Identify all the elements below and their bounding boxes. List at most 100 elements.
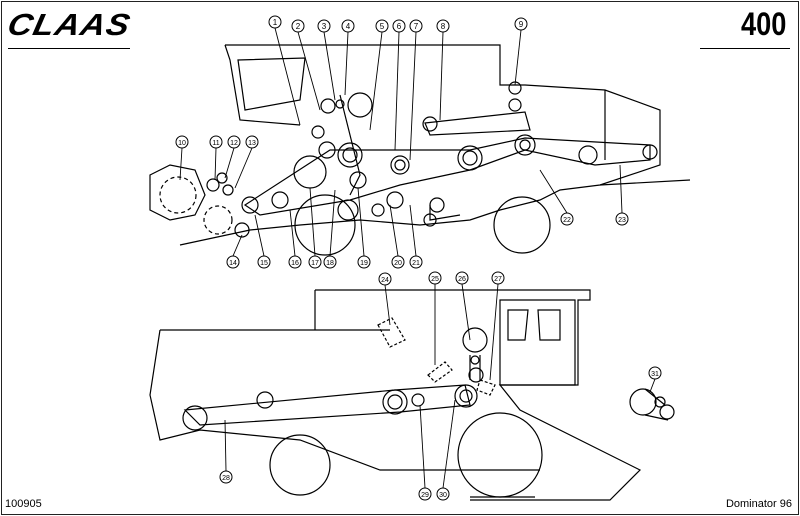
callout-bubble bbox=[455, 271, 469, 285]
callout-12: 12 bbox=[224, 135, 241, 179]
model-name: Dominator 96 bbox=[725, 498, 792, 510]
callout-bubble bbox=[418, 487, 432, 501]
callout-number: 10 bbox=[178, 140, 186, 147]
callout-number: 11 bbox=[212, 140, 219, 147]
leader-line bbox=[442, 399, 456, 489]
callout-number: 26 bbox=[458, 276, 466, 283]
callout-17: 17 bbox=[308, 187, 322, 269]
callout-bubble bbox=[317, 19, 331, 33]
leader-line bbox=[329, 189, 336, 257]
leader-line bbox=[514, 29, 522, 86]
callout-bubble bbox=[245, 135, 259, 149]
callout-19: 19 bbox=[357, 187, 371, 269]
callout-bubble bbox=[560, 212, 574, 226]
callout-27: 27 bbox=[489, 271, 505, 381]
leader-line bbox=[297, 31, 321, 111]
callout-number: 27 bbox=[494, 276, 502, 283]
bottom-view-machine-outline bbox=[149, 289, 642, 501]
callout-number: 30 bbox=[439, 492, 447, 499]
leader-line bbox=[274, 27, 301, 126]
callout-31: 31 bbox=[648, 366, 662, 393]
callout-number: 21 bbox=[412, 260, 420, 267]
callout-number: 3 bbox=[322, 22, 327, 31]
callout-number: 12 bbox=[230, 140, 238, 147]
callout-number: 25 bbox=[431, 276, 439, 283]
callout-20: 20 bbox=[389, 204, 405, 269]
callout-bubble bbox=[219, 470, 233, 484]
leader-line bbox=[649, 378, 656, 393]
leader-line bbox=[409, 31, 417, 161]
callout-29: 29 bbox=[418, 404, 432, 501]
callout-number: 28 bbox=[222, 475, 230, 482]
leader-line bbox=[619, 164, 623, 214]
divider bbox=[700, 48, 790, 49]
callout-bubble bbox=[491, 271, 505, 285]
bottom-view-belts-pulleys bbox=[182, 317, 675, 431]
callout-number: 8 bbox=[441, 22, 446, 31]
callout-bubble bbox=[257, 255, 271, 269]
callout-number: 7 bbox=[414, 22, 419, 31]
callout-number: 9 bbox=[519, 20, 524, 29]
callout-11: 11 bbox=[209, 135, 223, 181]
callout-number: 18 bbox=[326, 260, 334, 267]
leader-line bbox=[489, 283, 499, 381]
callout-8: 8 bbox=[436, 19, 450, 121]
callout-16: 16 bbox=[288, 209, 302, 269]
callout-bubble bbox=[226, 255, 240, 269]
callout-bubble bbox=[615, 212, 629, 226]
leader-line bbox=[389, 204, 399, 257]
callout-number: 22 bbox=[563, 217, 571, 224]
callout-bubble bbox=[514, 17, 528, 31]
callout-26: 26 bbox=[455, 271, 471, 341]
callout-number: 14 bbox=[229, 260, 237, 267]
callout-bubble bbox=[291, 19, 305, 33]
callout-23: 23 bbox=[615, 164, 629, 226]
leader-line bbox=[394, 31, 400, 151]
leader-line bbox=[224, 419, 227, 472]
document-number: 100905 bbox=[5, 498, 42, 510]
callout-24: 24 bbox=[378, 272, 392, 326]
callout-5: 5 bbox=[369, 19, 389, 131]
leader-line bbox=[439, 31, 444, 121]
callout-9: 9 bbox=[514, 17, 528, 86]
callout-13: 13 bbox=[234, 135, 259, 189]
leader-line bbox=[344, 31, 349, 96]
callout-number: 31 bbox=[651, 371, 659, 378]
leader-line bbox=[224, 147, 235, 179]
callout-bubble bbox=[409, 255, 423, 269]
divider bbox=[8, 48, 130, 49]
callout-bubble bbox=[375, 19, 389, 33]
leader-line bbox=[234, 147, 253, 189]
leader-line bbox=[232, 234, 243, 257]
callout-bubble bbox=[175, 135, 189, 149]
callout-bubble bbox=[288, 255, 302, 269]
callout-30: 30 bbox=[436, 399, 456, 501]
callout-bubble bbox=[391, 255, 405, 269]
leader-line bbox=[369, 31, 383, 131]
callout-bubble bbox=[409, 19, 423, 33]
callout-25: 25 bbox=[428, 271, 442, 365]
leader-line bbox=[214, 147, 217, 181]
leader-line bbox=[419, 404, 426, 489]
leader-line bbox=[309, 187, 316, 257]
top-view-machine-outline bbox=[149, 44, 691, 256]
callout-10: 10 bbox=[175, 135, 189, 181]
callout-28: 28 bbox=[219, 419, 233, 484]
page-number: 400 bbox=[740, 6, 786, 42]
callout-number: 29 bbox=[421, 492, 429, 499]
callout-number: 15 bbox=[260, 260, 268, 267]
callout-bubble bbox=[436, 19, 450, 33]
callout-number: 19 bbox=[360, 260, 368, 267]
callout-15: 15 bbox=[254, 214, 271, 269]
leader-line bbox=[461, 283, 471, 341]
callout-number: 13 bbox=[248, 140, 256, 147]
callout-bubble bbox=[323, 255, 337, 269]
callout-4: 4 bbox=[341, 19, 355, 96]
leader-line bbox=[409, 204, 417, 257]
callout-number: 20 bbox=[394, 260, 402, 267]
callout-7: 7 bbox=[409, 19, 423, 161]
callout-number: 5 bbox=[380, 22, 385, 31]
callout-22: 22 bbox=[539, 169, 574, 226]
